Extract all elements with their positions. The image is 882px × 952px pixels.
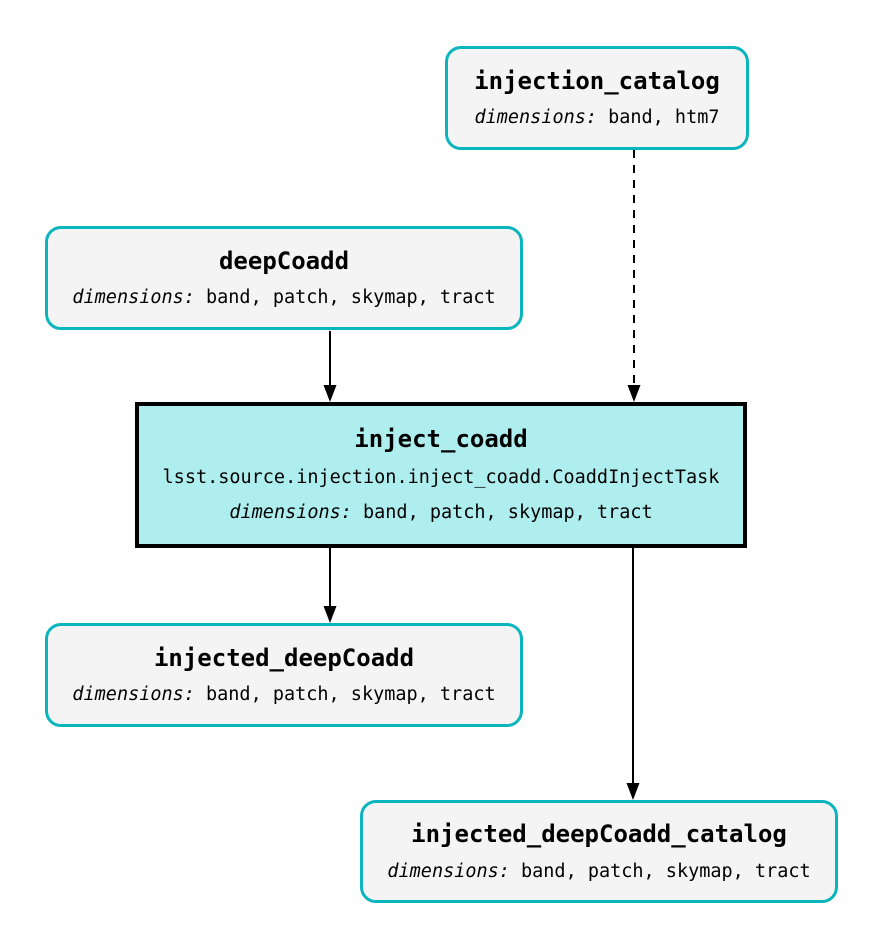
node-title: deepCoadd bbox=[218, 246, 350, 275]
edge-injection_catalog-to-inject_coadd bbox=[627, 150, 641, 402]
node-injection-catalog: injection_catalog dimensions: band, htm7 bbox=[445, 46, 749, 150]
node-dimensions: dimensions: band, htm7 bbox=[474, 107, 720, 129]
node-inject-coadd-task: inject_coadd lsst.source.injection.injec… bbox=[135, 402, 747, 548]
edge-deepCoadd-to-inject_coadd bbox=[323, 331, 337, 402]
node-deepCoadd: deepCoadd dimensions: band, patch, skymap… bbox=[45, 226, 523, 330]
edge-inject_coadd-to-injected_deepCoadd bbox=[323, 548, 337, 623]
node-dimensions: dimensions: band, patch, skymap, tract bbox=[387, 860, 811, 882]
task-class-path: lsst.source.injection.inject_coadd.Coadd… bbox=[162, 466, 720, 488]
dimensions-value: band, patch, skymap, tract bbox=[363, 502, 653, 524]
node-dimensions: dimensions: band, patch, skymap, tract bbox=[72, 684, 496, 706]
dimensions-label: dimensions: bbox=[474, 107, 598, 129]
node-title: inject_coadd bbox=[354, 425, 528, 454]
node-injected-deepCoadd-catalog: injected_deepCoadd_catalog dimensions: ba… bbox=[360, 800, 838, 903]
node-injected-deepCoadd: injected_deepCoadd dimensions: band, patc… bbox=[45, 623, 523, 727]
dimensions-label: dimensions: bbox=[229, 502, 352, 524]
node-title: injection_catalog bbox=[474, 66, 720, 95]
node-dimensions: dimensions: band, patch, skymap, tract bbox=[229, 503, 652, 523]
dimensions-label: dimensions: bbox=[72, 287, 195, 309]
node-title: injected_deepCoadd bbox=[153, 643, 415, 672]
node-dimensions: dimensions: band, patch, skymap, tract bbox=[72, 287, 496, 309]
dimensions-value: band, htm7 bbox=[608, 107, 720, 129]
dimensions-value: band, patch, skymap, tract bbox=[206, 684, 496, 706]
dimensions-label: dimensions: bbox=[72, 684, 195, 706]
edge-inject_coadd-to-injected_deepCoadd_catalog bbox=[626, 548, 640, 800]
dimensions-value: band, patch, skymap, tract bbox=[521, 860, 811, 882]
dimensions-value: band, patch, skymap, tract bbox=[206, 287, 496, 309]
node-title: injected_deepCoadd_catalog bbox=[411, 820, 787, 849]
dimensions-label: dimensions: bbox=[387, 860, 510, 882]
